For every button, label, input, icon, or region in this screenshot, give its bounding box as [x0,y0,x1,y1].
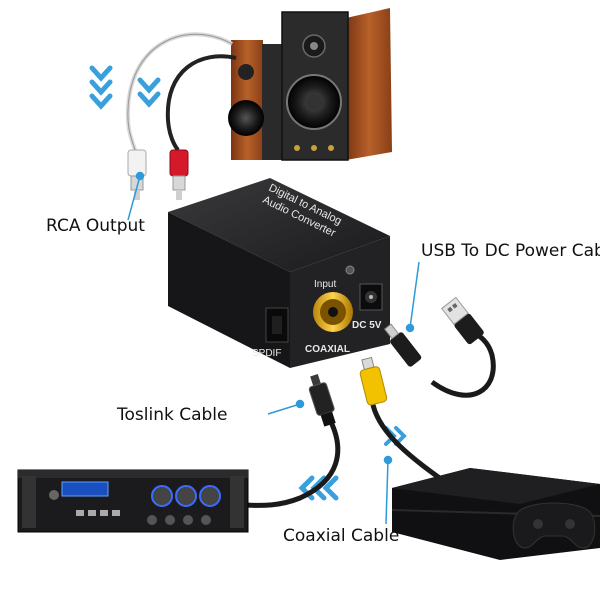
spdif-port [265,307,289,343]
led-indicator [345,265,355,275]
rca-cables [125,32,237,200]
callout-usb-power: USB To DC Power Cable [421,241,600,261]
controller [512,502,596,549]
port-label-spdif: SPDIF [252,348,281,359]
callout-toslink: Toslink Cable [117,405,228,425]
port-label-dc: DC 5V [352,320,382,331]
callout-rca-output: RCA Output [46,216,145,236]
port-label-input: Input [314,279,336,290]
toslink-plug [308,374,336,427]
coaxial-plug [359,356,388,406]
amplifier [17,469,249,533]
usb-plug [440,296,484,345]
coaxial-port [313,292,353,332]
chevron-down-icon [137,77,161,108]
dc-plug [383,323,422,367]
speaker-right [281,8,392,161]
callout-coaxial: Coaxial Cable [283,526,400,546]
toslink-cable [245,374,341,508]
speaker-left [228,40,288,160]
port-label-coaxial: COAXIAL [305,344,350,355]
callout-lines [127,171,420,525]
converter-box: Digital to Analog Audio Converter Input … [168,178,390,368]
chevron-down-icon [89,65,113,110]
dc-port [359,283,383,311]
usb-dc-cable [383,296,496,398]
rca-red-plug [169,149,189,200]
game-console [391,468,600,560]
speakers [228,8,392,161]
